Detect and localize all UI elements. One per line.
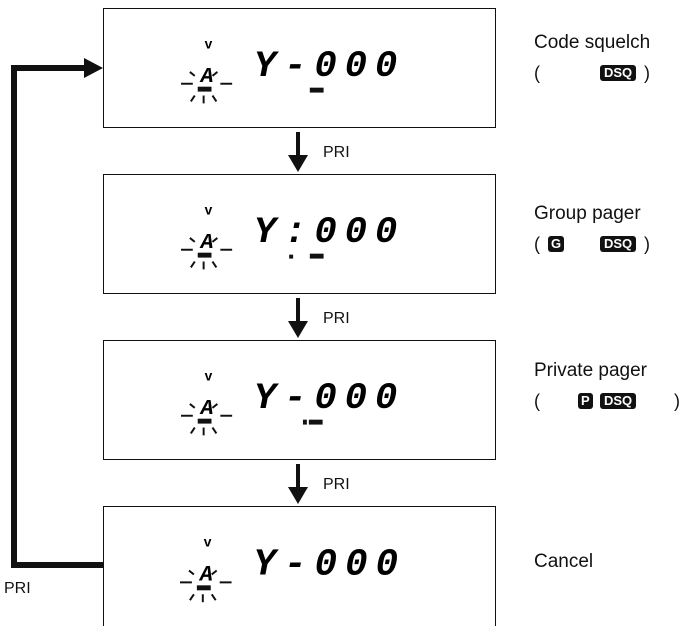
pri-label-3: PRI [323, 476, 350, 493]
down-arrow-1-head [288, 155, 308, 172]
blink-rays-icon [181, 237, 233, 270]
v-marker: v [204, 534, 212, 550]
lcd-display: v A Y-000 [181, 368, 405, 436]
pri-label-2: PRI [323, 310, 350, 327]
pri-label-1: PRI [323, 144, 350, 161]
step-label-code-squelch: Code squelch [534, 32, 651, 53]
lcd-display: v A Y-000 [180, 534, 406, 603]
display-panel-code-squelch: v A Y-000 [103, 8, 496, 128]
v-marker: v [205, 202, 213, 217]
dsq-badge: DSQ [600, 236, 637, 252]
blink-rays-icon [180, 569, 232, 603]
mode-char: A [199, 397, 214, 421]
p-indicator [302, 419, 307, 425]
pri-label-loop: PRI [4, 580, 31, 597]
loop-line [11, 65, 103, 568]
step-label-cancel: Cancel [534, 551, 594, 572]
step-label-private-pager: Private pager [534, 360, 648, 381]
v-marker: v [205, 36, 213, 51]
step-label-group-pager: Group pager [534, 203, 641, 224]
lcd-display: v A Y-000 [181, 36, 405, 104]
mode-tag [197, 86, 212, 92]
mode-char: A [199, 231, 214, 255]
loop-arrowhead [84, 58, 103, 78]
g-badge: G [548, 236, 565, 252]
mode-tag [196, 585, 211, 591]
display-panel-private-pager: v A Y-000 [103, 340, 496, 460]
lcd-digits: Y-000 [254, 378, 405, 420]
v-marker: v [205, 368, 213, 383]
dsq-badge: DSQ [600, 393, 637, 409]
dsq-indicator [309, 253, 324, 259]
lcd-digits: Y-000 [254, 46, 405, 88]
display-panel-group-pager: v A Y:000 [103, 174, 496, 294]
blink-rays-icon [181, 403, 233, 436]
down-arrow-3-head [288, 487, 308, 504]
mode-tag [197, 252, 212, 258]
mode-tag [197, 418, 212, 424]
lcd-display: v A Y:000 [181, 202, 405, 270]
blink-rays-icon [181, 71, 233, 104]
mode-char: A [199, 65, 214, 89]
dsq-badge: DSQ [600, 65, 637, 81]
lcd-digits: Y:000 [254, 212, 405, 254]
p-badge: P [578, 393, 593, 409]
lcd-digits: Y-000 [253, 544, 406, 586]
dsq-indicator [309, 87, 324, 93]
mode-char: A [198, 562, 213, 587]
display-panel-cancel: v A Y-000 [103, 506, 496, 626]
dsq-indicator [308, 419, 323, 425]
g-indicator [289, 254, 294, 259]
down-arrow-2-head [288, 321, 308, 338]
